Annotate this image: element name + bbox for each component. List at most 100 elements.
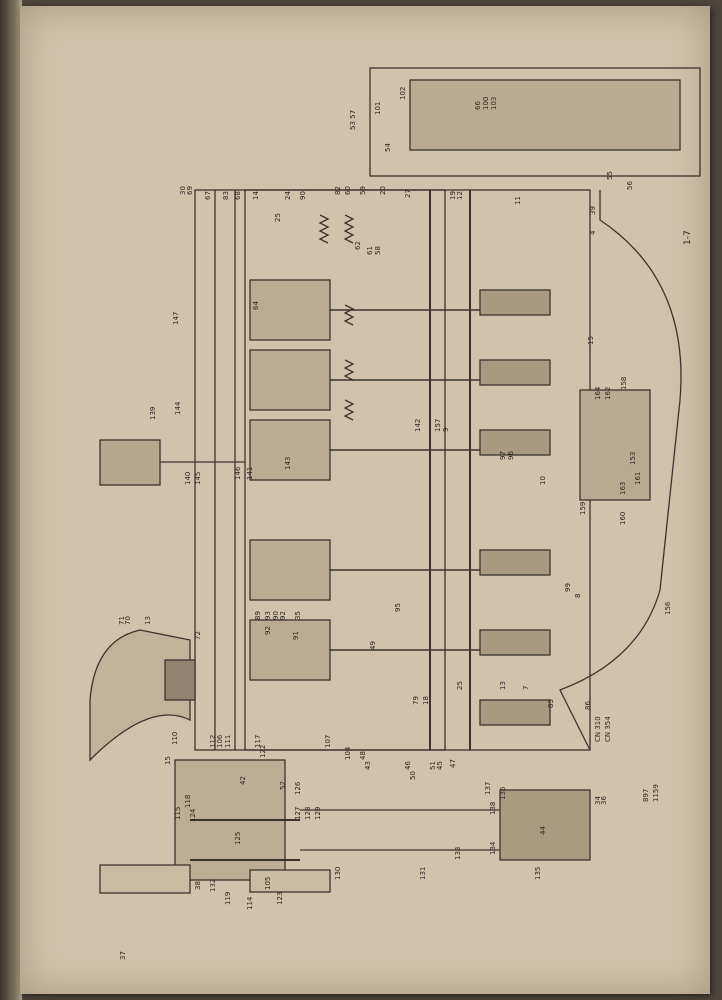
callout-label: 91 [292, 631, 300, 640]
callout-label: 86 [584, 701, 592, 710]
callout-label: 129 [314, 807, 322, 820]
callout-label: 146 [234, 466, 242, 480]
callout-label: 15 [587, 336, 595, 345]
callout-label: 95 [394, 603, 402, 612]
callout-label: 19 [449, 191, 457, 200]
callout-label: 68 [234, 191, 242, 200]
callout-label: 25 [456, 681, 464, 690]
callout-label: 134 [489, 841, 497, 855]
callout-label: 66 [474, 101, 482, 110]
callout-label: 117 [254, 735, 262, 748]
cylinder-3 [249, 419, 331, 481]
timing-gear-housing [499, 789, 591, 861]
callout-label: 64 [252, 301, 260, 310]
callout-label: 139 [149, 407, 157, 420]
callout-label: 143 [284, 457, 292, 470]
callout-label: 67 [204, 191, 212, 200]
callout-label: 60 [344, 186, 352, 195]
callout-label: 24 [284, 191, 292, 200]
callout-label: 133 [454, 847, 462, 860]
callout-label: 90 [299, 191, 307, 200]
callout-label: 55 [606, 171, 614, 180]
callout-label: 110 [171, 732, 179, 745]
callout-label: 111 [224, 735, 232, 748]
callout-label: 61 [366, 246, 374, 255]
pump-shaft [190, 819, 300, 861]
cylinder-5 [249, 619, 331, 681]
callout-label: 107 [324, 735, 332, 748]
callout-label: 101 [374, 102, 382, 115]
callout-label: 39 [589, 206, 597, 215]
callout-label: 153 [629, 452, 637, 465]
callout-label: 20 [379, 186, 387, 195]
callout-label: 54 [384, 143, 392, 152]
callout-label: 69 [186, 186, 194, 195]
callout-label: 27 [404, 189, 412, 198]
callout-label: 158 [620, 377, 628, 390]
callout-label: 92 [279, 611, 287, 620]
callout-label: 135 [534, 867, 542, 880]
callout-label: 71 [118, 616, 126, 625]
callout-label: 102 [399, 87, 407, 100]
callout-label: 136 [499, 786, 507, 800]
callout-label: 125 [234, 832, 242, 845]
callout-label: 163 [619, 482, 627, 495]
callout-label: 96 [507, 451, 515, 460]
callout-label: 127 [294, 807, 302, 820]
callout-label: 157 [434, 419, 442, 432]
cylinder-2 [249, 349, 331, 411]
drawing-ref-2: 1159 [652, 784, 660, 802]
callout-label: 164 [594, 386, 602, 400]
callout-label: 123 [276, 892, 284, 905]
bellhousing-outline [369, 67, 701, 177]
callout-label: 50 [409, 771, 417, 780]
callout-label: 72 [194, 631, 202, 640]
callout-label: 13 [499, 681, 507, 690]
oil-pump [579, 389, 651, 501]
callout-label: 36 [600, 796, 608, 805]
fan-belt [300, 809, 500, 851]
callout-label: 106 [216, 734, 224, 748]
drawing-code-2: CN 354 [604, 716, 612, 742]
cylinder-head [244, 189, 446, 751]
callout-label: 132 [209, 879, 217, 892]
callout-label: 37 [119, 951, 127, 960]
callout-label: 18 [422, 696, 430, 705]
callout-label: 47 [449, 759, 457, 768]
callout-label: 118 [184, 795, 192, 808]
callout-label: 138 [489, 802, 497, 815]
callout-label: 145 [194, 472, 202, 485]
callout-label: 51 [429, 761, 437, 770]
callout-label: 99 [564, 583, 572, 592]
cylinder-group [249, 279, 331, 681]
callout-label: 44 [539, 826, 547, 835]
callout-label: 137 [484, 782, 492, 795]
callout-label: 122 [259, 745, 267, 758]
callout-label: 92 [264, 626, 272, 635]
page-binding-edge [0, 0, 22, 1000]
callout-label: 7 [522, 686, 530, 690]
callout-label: 42 [239, 776, 247, 785]
callout-label: 128 [304, 807, 312, 820]
callout-label: 142 [414, 419, 422, 432]
page-number: 1-7 [683, 230, 693, 245]
callout-label: 46 [404, 761, 412, 770]
callout-label: 11 [514, 196, 522, 205]
callout-label: 43 [364, 761, 372, 770]
callout-label: 105 [264, 877, 272, 890]
callout-label: 141 [246, 467, 254, 480]
callout-label: 147 [172, 312, 180, 325]
callout-label: 97 [499, 451, 507, 460]
callout-label: 85 [547, 699, 555, 708]
callout-label: 34 [594, 796, 602, 805]
callout-label: 103 [490, 97, 498, 110]
callout-label: 160 [619, 512, 627, 525]
callout-label: 9 [442, 428, 450, 432]
callout-label: 93 [264, 611, 272, 620]
callout-label: 126 [294, 781, 302, 795]
callout-label: 112 [209, 735, 217, 748]
crank-journals [479, 289, 551, 726]
callout-label: 56 [626, 181, 634, 190]
